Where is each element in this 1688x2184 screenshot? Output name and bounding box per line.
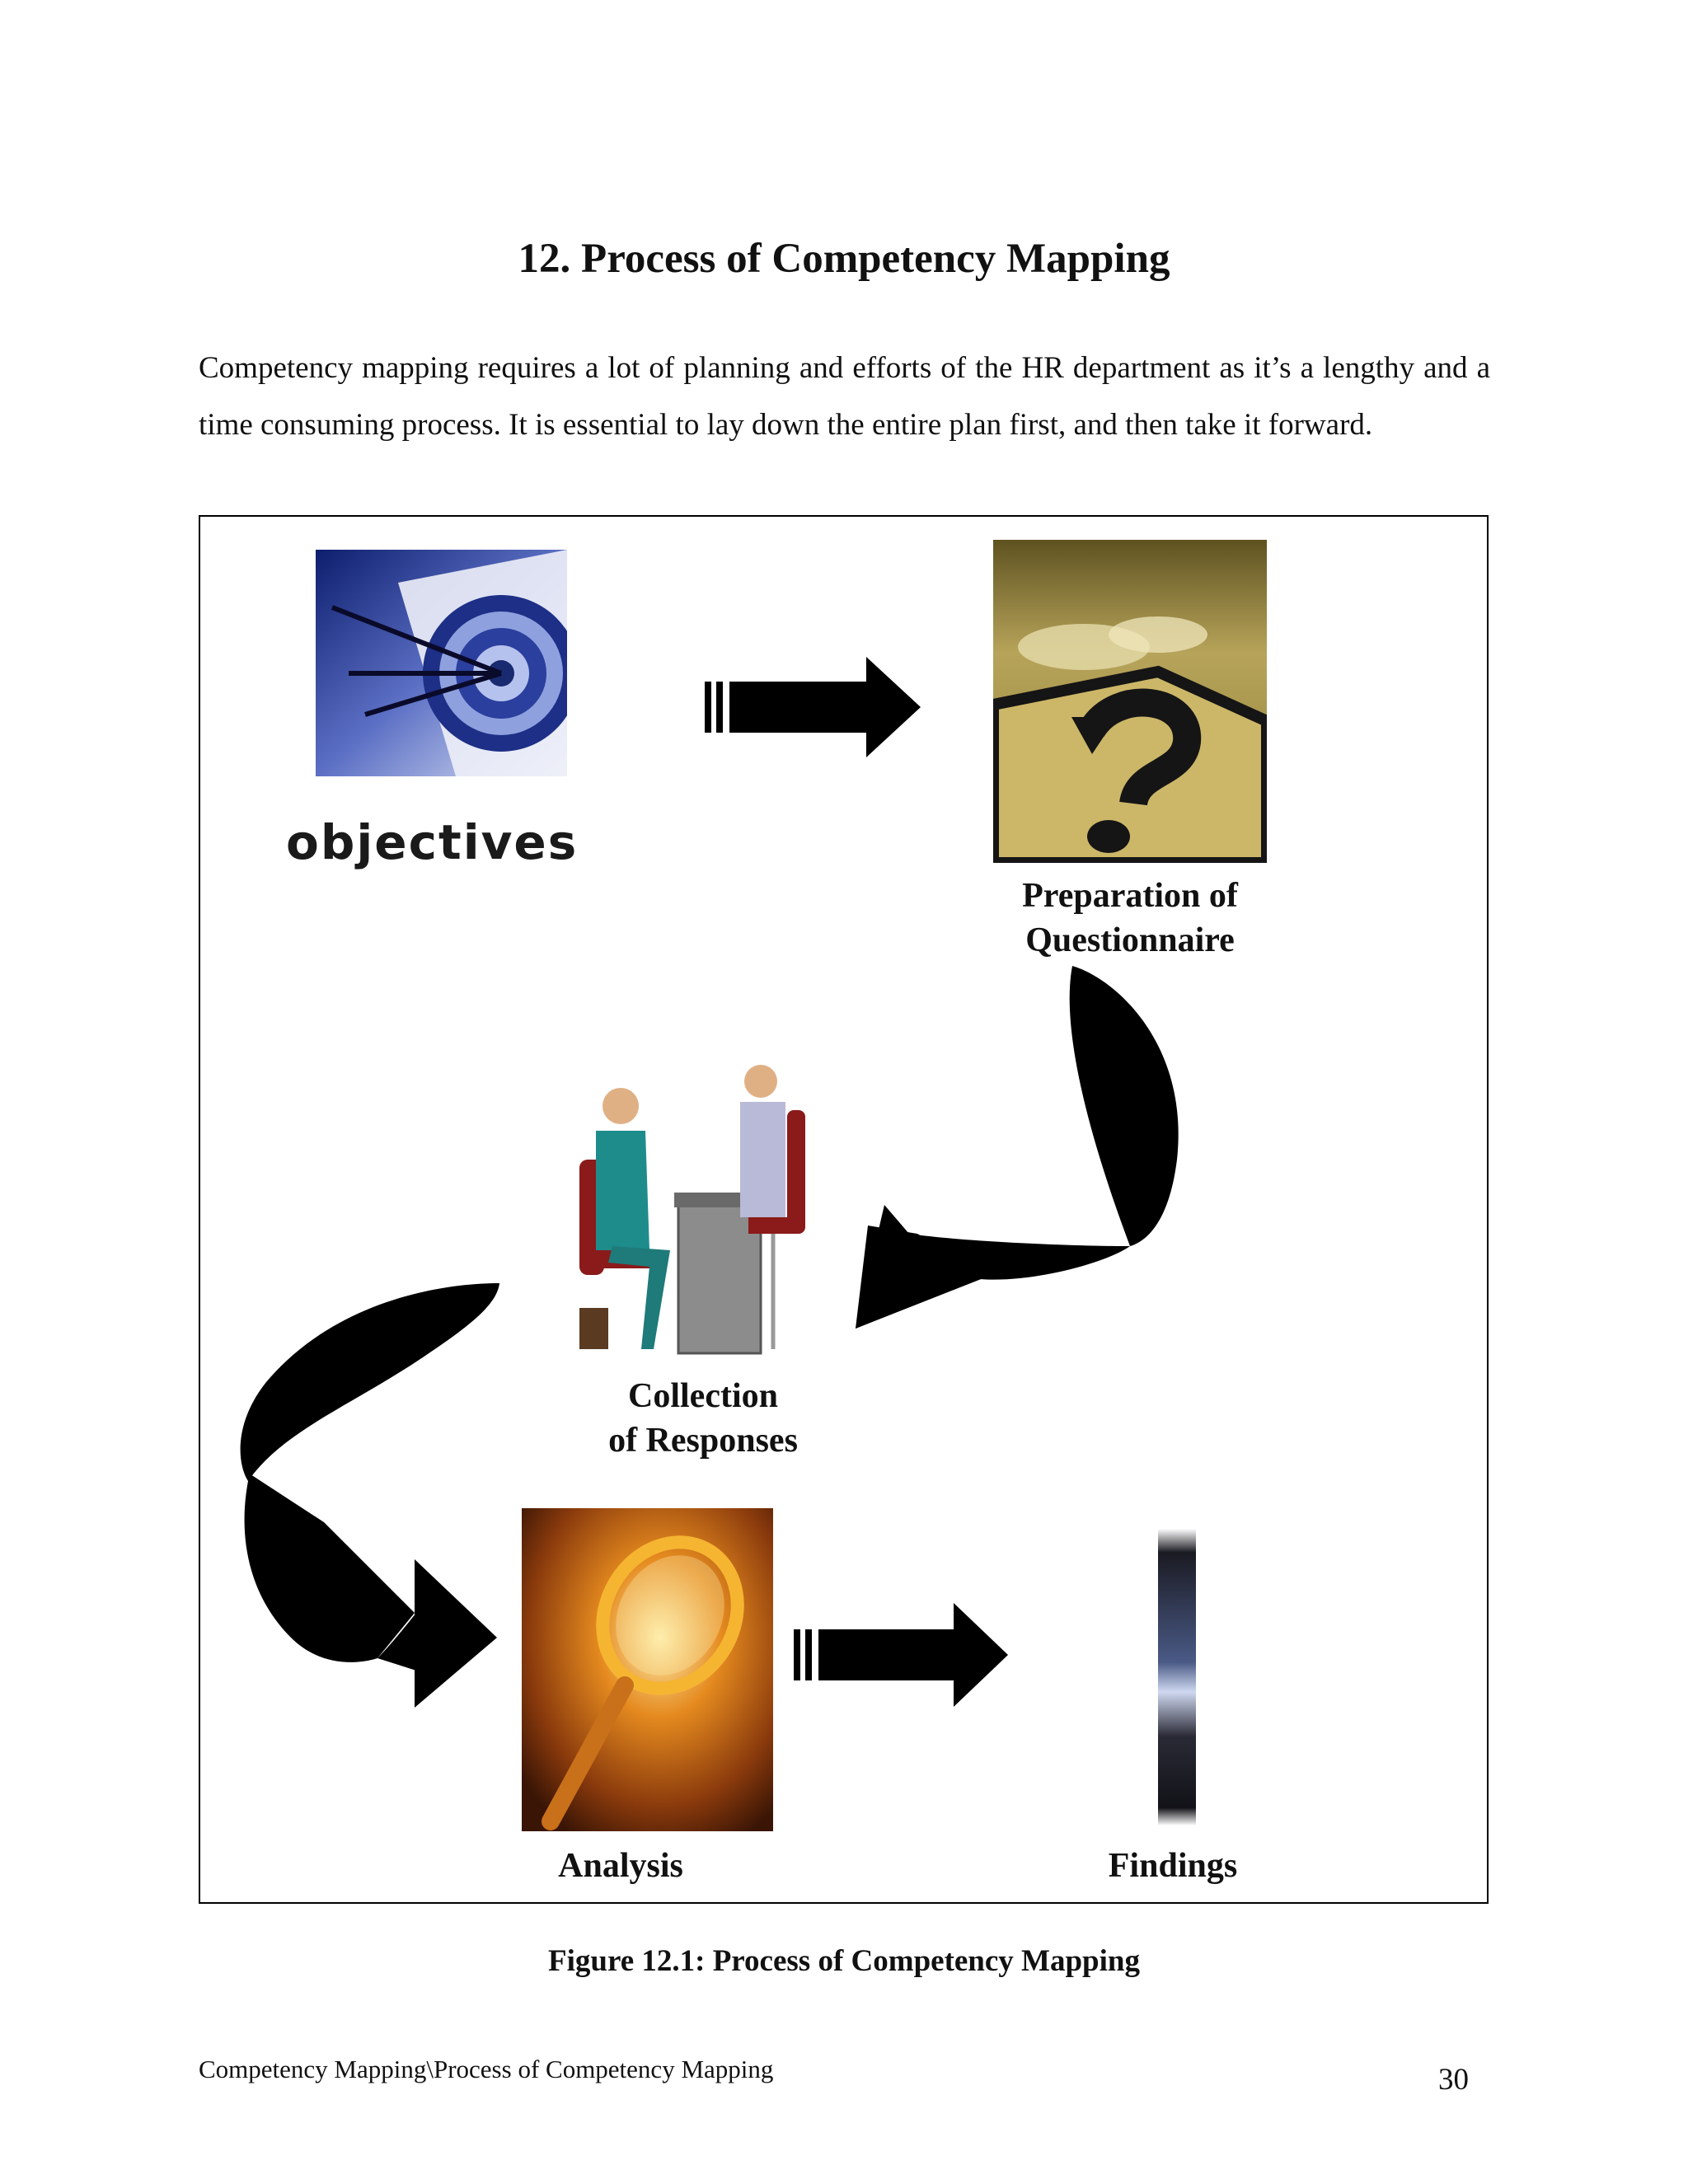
figure-caption: Figure 12.1: Process of Competency Mappi…: [548, 1944, 1140, 1978]
section-title: 12. Process of Competency Mapping: [518, 236, 1170, 282]
interview-icon: [571, 1061, 818, 1361]
arrow-curve-left-down: [240, 1283, 499, 1708]
intro-paragraph: Competency mapping requires a lot of pla…: [199, 351, 1490, 442]
responses-label: Collection of Responses: [555, 1374, 851, 1463]
responses-label-line1: Collection: [628, 1377, 778, 1415]
arrow-right-top: [705, 657, 921, 757]
question-sign-icon: [993, 540, 1267, 863]
arrow-right-bottom: [794, 1603, 1008, 1707]
responses-label-line2: of Responses: [608, 1422, 798, 1460]
analysis-label: Analysis: [558, 1847, 683, 1885]
page-number: 30: [1438, 2063, 1469, 2097]
footer-path: Competency Mapping\Process of Competency…: [199, 2055, 774, 2083]
magnifying-glass-icon: [522, 1508, 773, 1831]
questionnaire-label-line2: Questionnaire: [1025, 921, 1235, 959]
findings-label: Findings: [1108, 1847, 1238, 1885]
light-beam-icon: [1158, 1529, 1196, 1825]
objectives-label: objectives: [286, 814, 579, 870]
questionnaire-label: Preparation of Questionnaire: [982, 874, 1278, 966]
target-darts-icon: [316, 550, 567, 776]
arrow-curve-down-left: [856, 966, 1179, 1329]
process-figure: objectives Preparation of Questionnaire: [199, 515, 1489, 1904]
questionnaire-label-line1: Preparation of: [1022, 877, 1238, 915]
